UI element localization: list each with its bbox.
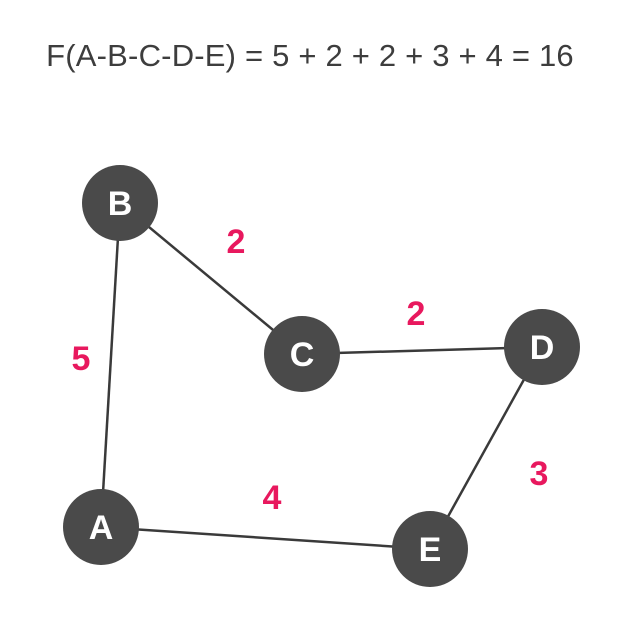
node-a: A [63, 489, 139, 565]
weight-a-e: 4 [263, 479, 282, 517]
weight-b-c: 2 [227, 223, 246, 261]
weight-c-d: 2 [407, 295, 426, 333]
edge-a-e [100, 525, 431, 551]
node-c: C [264, 316, 340, 392]
edge-c-d [301, 345, 543, 356]
node-c-label: C [290, 336, 315, 374]
formula-title: F(A-B-C-D-E) = 5 + 2 + 2 + 3 + 4 = 16 [46, 38, 574, 73]
node-a-label: A [89, 509, 114, 547]
node-b-label: B [108, 185, 133, 223]
node-e-label: E [419, 531, 442, 569]
node-e: E [392, 511, 468, 587]
edge-b-c [119, 202, 303, 355]
node-d-label: D [530, 329, 555, 367]
node-d: D [504, 309, 580, 385]
edge-d-e [428, 346, 544, 550]
node-b: B [82, 165, 158, 241]
weight-d-e: 3 [530, 455, 549, 493]
edge-b-a [99, 202, 122, 528]
weight-b-a: 5 [72, 340, 91, 378]
